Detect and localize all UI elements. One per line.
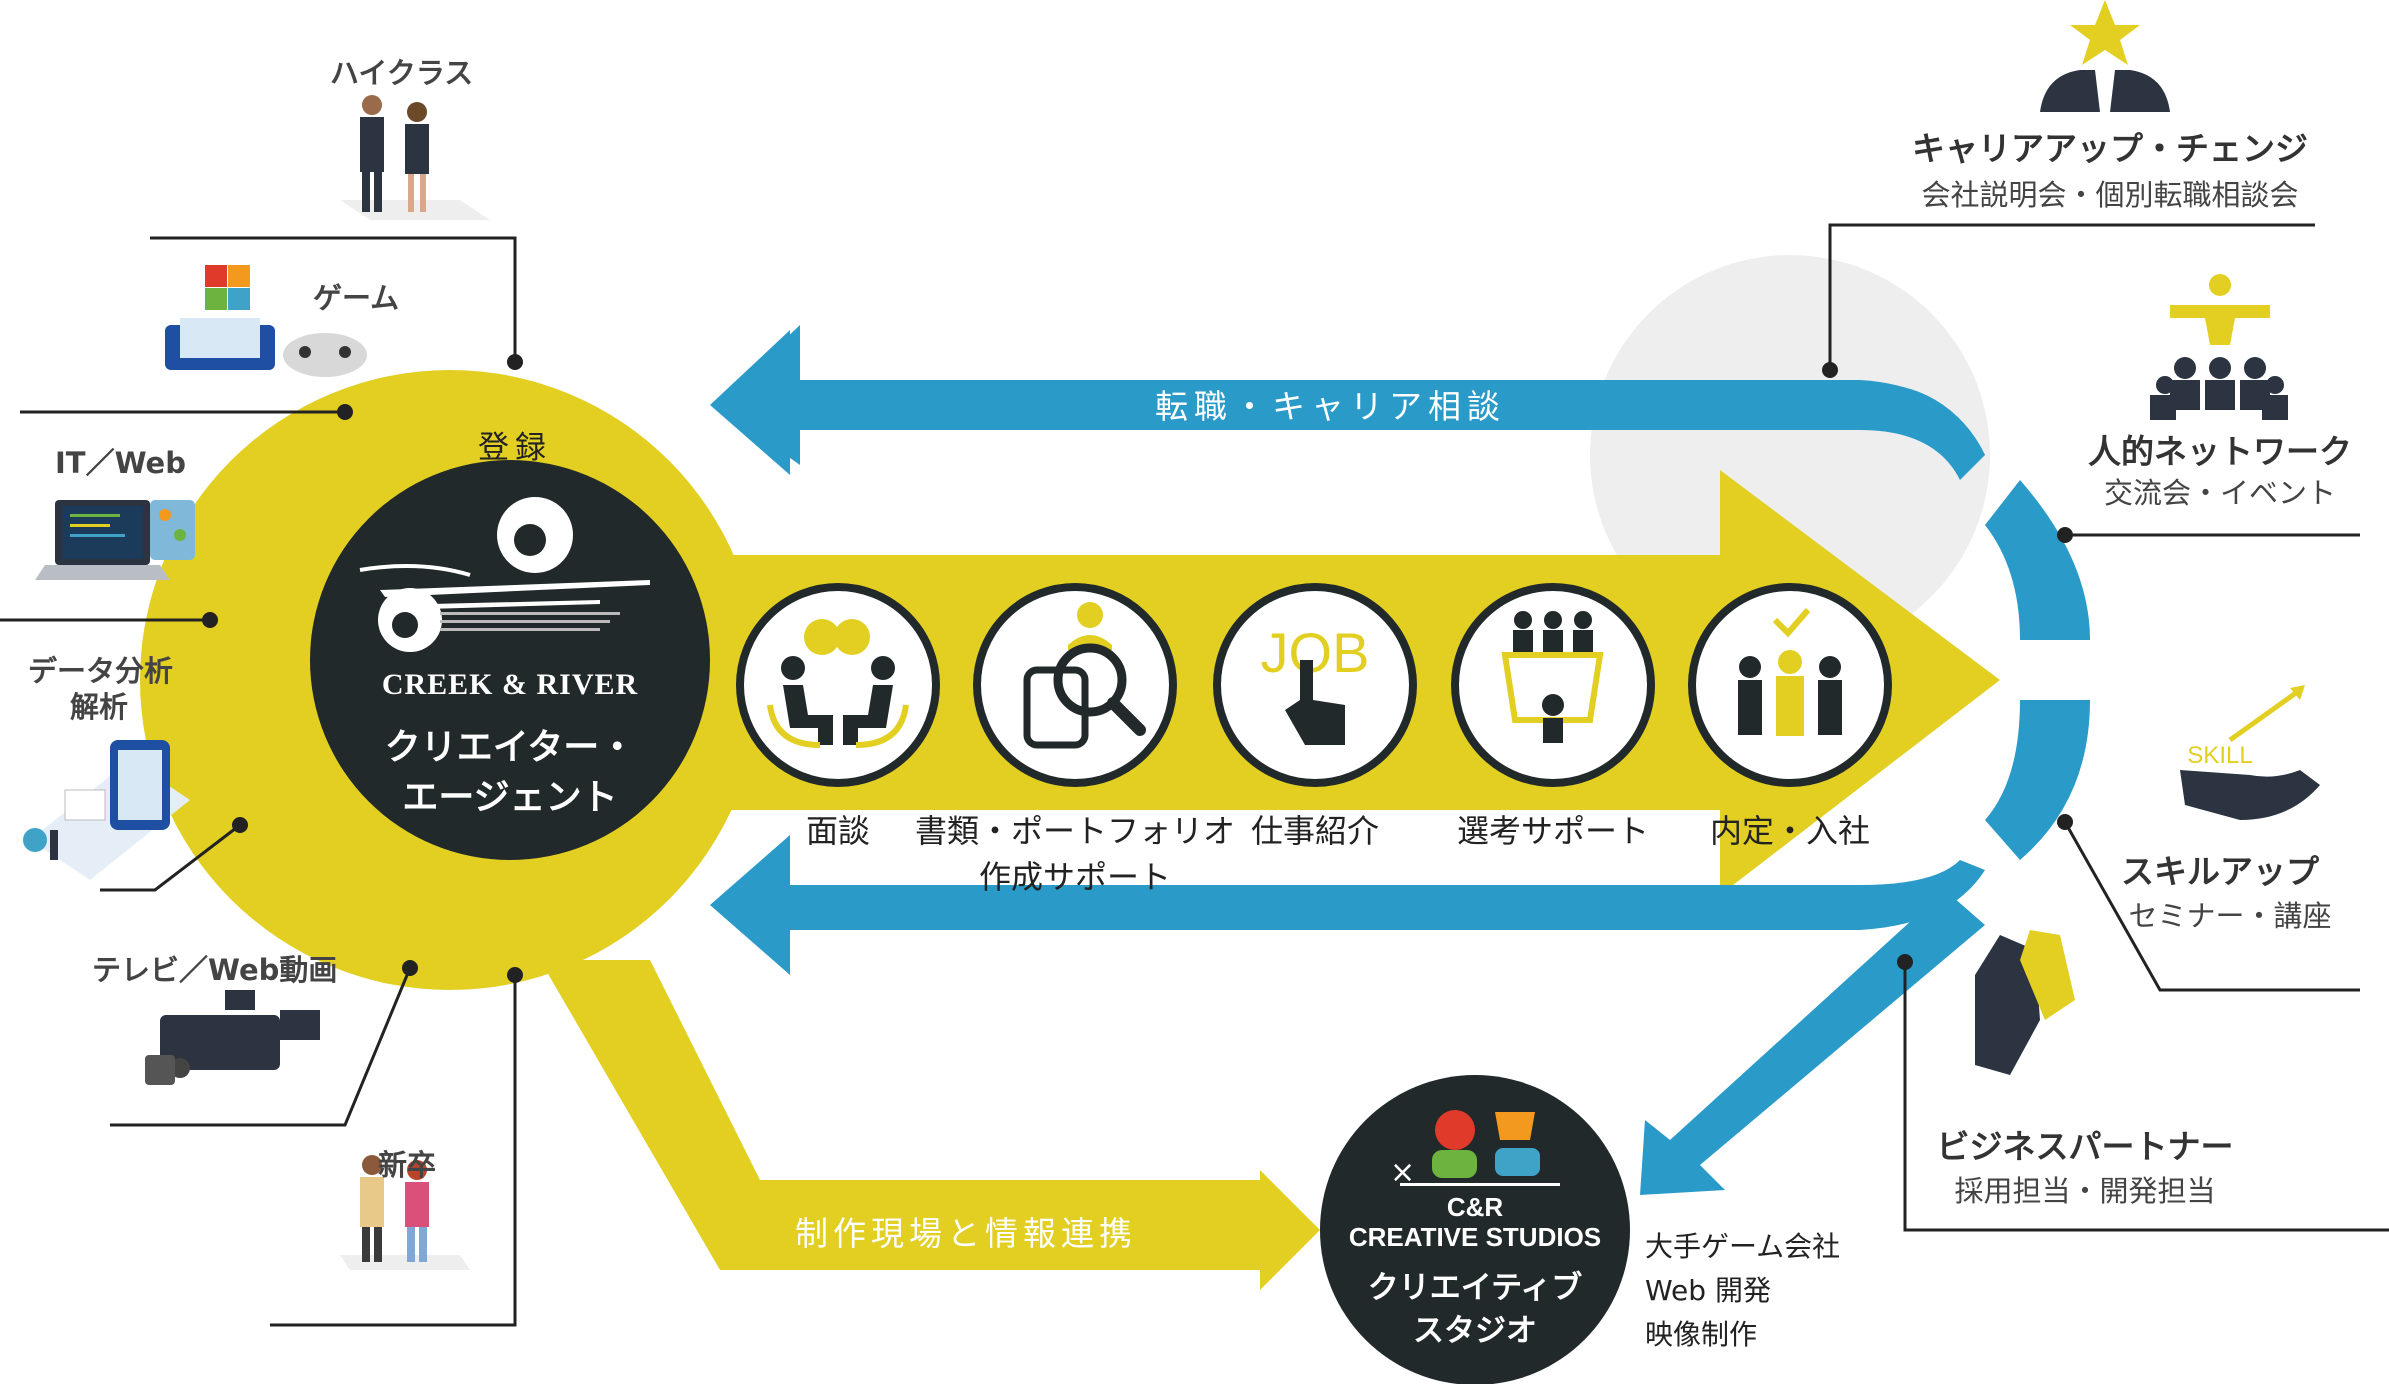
job-consult-arrow — [710, 835, 1985, 975]
category-data-analysis: データ分析 — [28, 654, 174, 688]
selection-step-circle — [1451, 583, 1655, 787]
right-arc-upper — [1985, 480, 2090, 640]
step-circles — [736, 583, 1892, 787]
step-selection-label: 選考サポート — [1456, 812, 1649, 850]
selection-support-icon — [1501, 611, 1604, 743]
client-item: 映像制作 — [1645, 1318, 1758, 1351]
job-icon: JOB — [1261, 621, 1370, 745]
category-new-grad: 新卒 — [378, 1148, 437, 1182]
interview-icon — [767, 619, 909, 748]
right-leader-dots — [1822, 362, 2073, 970]
job-consult-label: 求人相談 — [1240, 939, 1396, 978]
client-item: Web 開発 — [1645, 1274, 1771, 1307]
leader-group-icon — [2150, 274, 2288, 420]
career-change-subtitle: 会社説明会・個別転職相談会 — [1921, 178, 2299, 212]
agent-name-line1: クリエイター・ — [384, 727, 636, 768]
step-document-label: 書類・ポートフォリオ作成サポート — [914, 812, 1235, 896]
agent-brand: CREEK & RIVER — [381, 668, 639, 701]
data-analysis-icon — [23, 740, 190, 880]
left-leader-dots — [202, 354, 523, 983]
star-person-icon — [2040, 0, 2170, 112]
category-data-analysis-2: 解析 — [70, 690, 129, 724]
svg-text:JOB: JOB — [1261, 621, 1370, 684]
document-step-circle — [973, 583, 1177, 787]
category-high-class: ハイクラス — [330, 56, 474, 90]
job-step-circle — [1213, 583, 1417, 787]
step-job-intro-label: 仕事紹介 — [1250, 812, 1379, 850]
business-partner-title: ビジネスパートナー — [1936, 1127, 2234, 1166]
studio-logo-icon — [1400, 1110, 1560, 1186]
step-offer-label: 内定・入社 — [1709, 812, 1870, 850]
registration-label: 登録 — [478, 430, 552, 466]
skill-up-subtitle: セミナー・講座 — [2128, 899, 2332, 933]
career-change-title: キャリアアップ・チェンジ — [1912, 129, 2308, 168]
career-consult-arrow-body — [710, 330, 1985, 480]
studio-brand-short: C&R — [1446, 1192, 1504, 1222]
category-it-web: IT／Web — [55, 446, 186, 480]
production-link-label: 制作現場と情報連携 — [795, 1214, 1137, 1253]
step-interview-label: 面談 — [805, 812, 870, 850]
skill-hand-icon: SKILL — [2180, 685, 2320, 820]
new-grad-icon — [340, 1155, 470, 1270]
document-search-icon — [1023, 602, 1146, 749]
production-link-arrow — [540, 960, 1320, 1290]
video-camera-icon — [145, 990, 320, 1085]
left-leader-lines — [0, 236, 517, 1327]
high-class-icon — [340, 95, 490, 220]
studio-brand-full: CREATIVE STUDIOS — [1348, 1222, 1602, 1252]
category-game: ゲーム — [313, 281, 400, 315]
studio-name-line2: スタジオ — [1413, 1313, 1537, 1349]
studio-cross: × — [1390, 1155, 1416, 1190]
studio-circle — [1320, 1075, 1630, 1384]
it-web-icon — [35, 500, 195, 580]
business-partner-subtitle: 採用担当・開発担当 — [1954, 1174, 2216, 1208]
studio-clients: 大手ゲーム会社 Web 開発 映像制作 — [1645, 1225, 1840, 1357]
category-tv-web-video: テレビ／Web動画 — [92, 953, 338, 987]
agent-logo-circle — [310, 460, 710, 860]
handshake-icon — [1975, 930, 2075, 1075]
offer-check-icon — [1738, 608, 1842, 736]
network-subtitle: 交流会・イベント — [2103, 476, 2336, 510]
brush-logo-icon — [359, 497, 650, 652]
game-icon — [165, 265, 367, 377]
studio-name-line1: クリエイティブ — [1367, 1270, 1583, 1306]
network-title: 人的ネットワーク — [2088, 432, 2352, 471]
interview-step-circle — [736, 583, 940, 787]
right-arc-lower — [1985, 700, 2090, 860]
svg-text:SKILL: SKILL — [2187, 742, 2252, 769]
client-item: 大手ゲーム会社 — [1645, 1230, 1841, 1263]
skill-up-title: スキルアップ — [2121, 852, 2319, 891]
right-leader-lines — [1828, 223, 2389, 1232]
agent-name-line2: エージェント — [402, 777, 618, 818]
career-consult-label: 転職・キャリア相談 — [1155, 387, 1506, 426]
